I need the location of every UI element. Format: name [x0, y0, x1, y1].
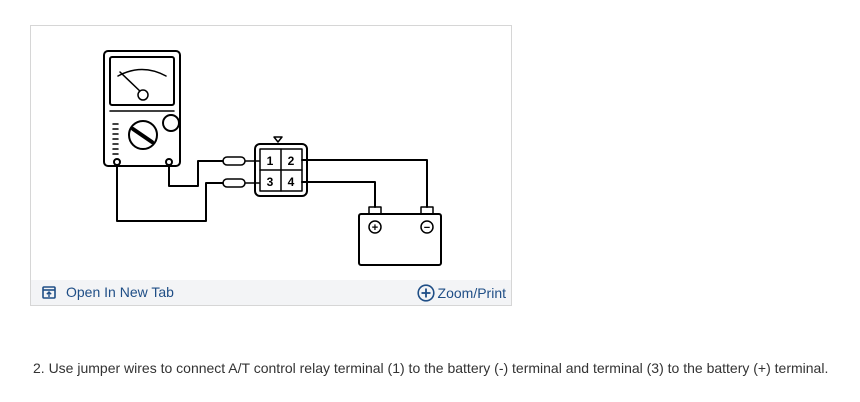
open-in-new-tab-label: Open In New Tab — [66, 284, 174, 300]
battery-negative-wire — [301, 159, 428, 208]
plus-circle-icon — [416, 284, 435, 302]
terminal-3-label: 3 — [267, 175, 274, 189]
terminal-4-label: 4 — [288, 175, 295, 189]
battery — [358, 206, 442, 266]
battery-negative-symbol: − — [424, 222, 430, 234]
open-new-tab-icon — [42, 286, 56, 299]
terminal-1-label: 1 — [267, 154, 274, 168]
zoom-print-link[interactable]: Zoom/Print — [416, 284, 506, 302]
multimeter — [103, 50, 181, 167]
meter-lead-2 — [116, 164, 224, 222]
jumper-clip-1 — [222, 156, 246, 166]
battery-positive-symbol: + — [372, 222, 378, 234]
zoom-print-label: Zoom/Print — [437, 284, 506, 301]
figure-card: 1 2 3 4 + − Open In New Tab — [30, 25, 512, 306]
open-in-new-tab-link[interactable]: Open In New Tab — [42, 284, 174, 301]
terminal-2-label: 2 — [288, 154, 295, 168]
jumper-clip-2 — [222, 178, 246, 188]
instruction-text: 2. Use jumper wires to connect A/T contr… — [33, 360, 829, 376]
wiring-diagram: 1 2 3 4 + − — [103, 50, 442, 266]
meter-lead-1 — [168, 160, 224, 187]
battery-positive-wire — [301, 181, 376, 208]
relay-connector — [254, 136, 308, 197]
figure-toolbar: Open In New Tab Zoom/Print — [31, 280, 511, 305]
